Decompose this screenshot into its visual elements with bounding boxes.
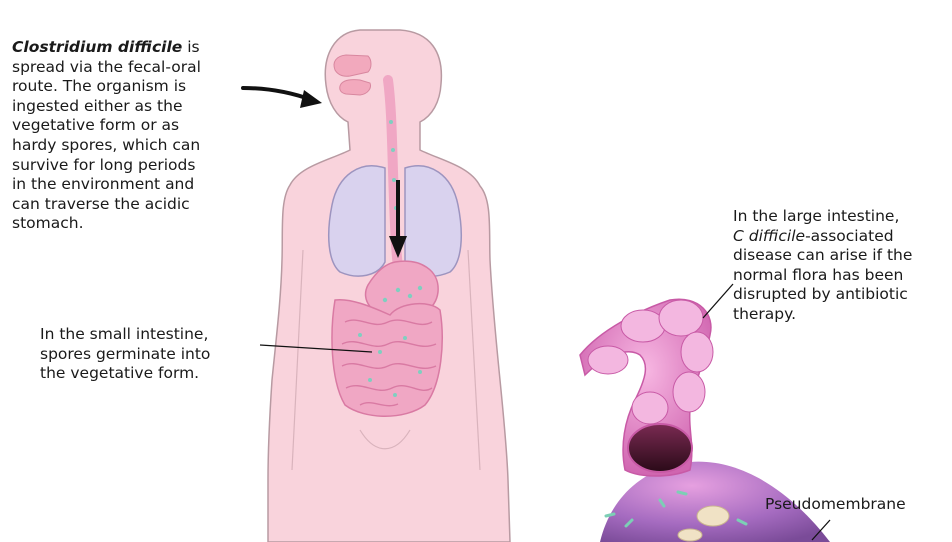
- large-intestine-caption: In the large intestine, C difficile-asso…: [733, 207, 912, 325]
- transmission-caption: Clostridium difficile is spread via the …: [12, 38, 201, 234]
- pseudomembrane-label: Pseudomembrane: [765, 495, 906, 515]
- large-intestine-leader: [703, 284, 733, 318]
- small-intestine-caption: In the small intestine, spores germinate…: [40, 325, 210, 384]
- small-intestine: [332, 300, 442, 417]
- organism-name: Clostridium difficile: [12, 38, 182, 56]
- organism-abbrev: C difficile: [733, 227, 805, 245]
- curved-arrow-icon: [243, 88, 322, 108]
